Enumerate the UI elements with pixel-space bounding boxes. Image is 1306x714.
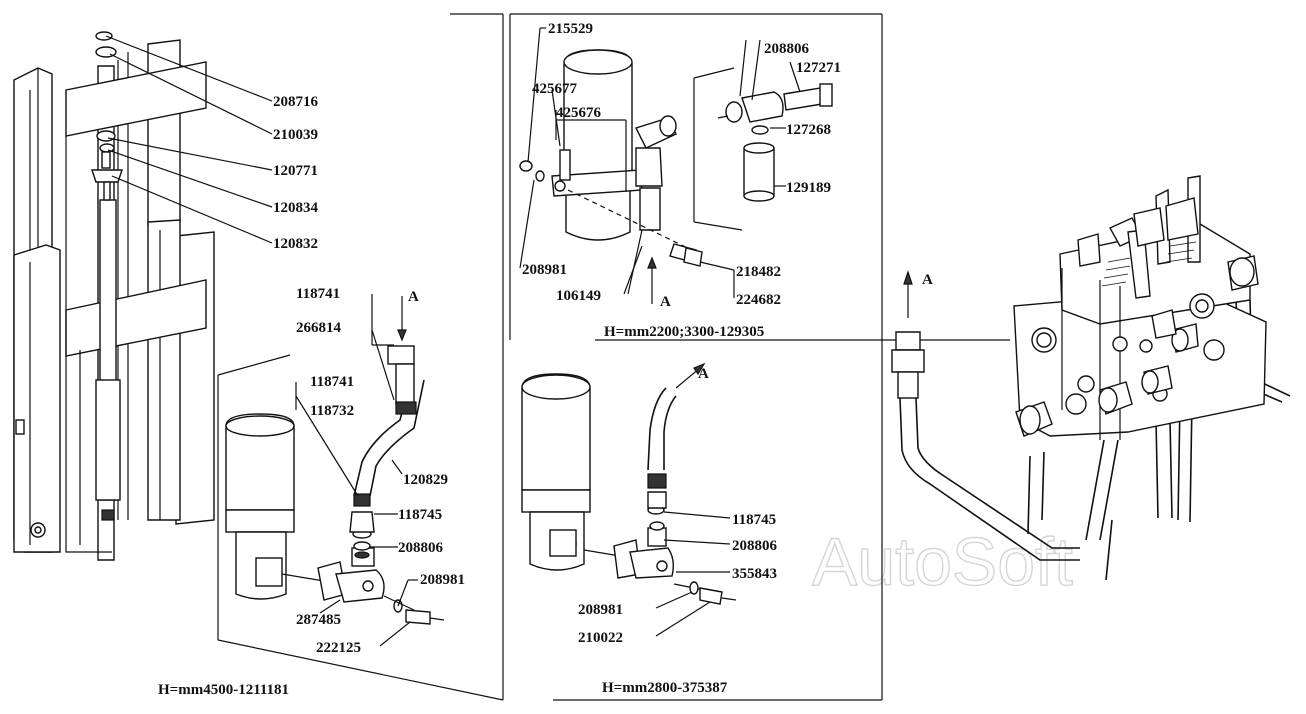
arrow-a-right: A — [922, 272, 933, 288]
part-120771: 120771 — [273, 163, 318, 179]
caption-left: H=mm4500-1211181 — [158, 682, 289, 698]
part-224682: 224682 — [736, 292, 781, 308]
part-210039: 210039 — [273, 127, 318, 143]
part-215529: 215529 — [548, 21, 593, 37]
panel-borders — [217, 13, 1010, 701]
part-208981-left: 208981 — [420, 572, 465, 588]
left-filter-labels: 118741 266814 118741 118732 120829 11874… — [158, 286, 465, 698]
part-127268: 127268 — [786, 122, 831, 138]
part-118741-a: 118741 — [296, 286, 340, 302]
part-120829: 120829 — [403, 472, 448, 488]
part-118732: 118732 — [310, 403, 354, 419]
top-mid-labels: 215529 425677 425676 208981 106149 20880… — [522, 21, 841, 340]
caption-top-mid: H=mm2200;3300-129305 — [604, 324, 764, 340]
caption-bottom-mid: H=mm2800-375387 — [602, 680, 728, 696]
left-mast-leaders — [105, 35, 273, 244]
part-425676: 425676 — [556, 105, 602, 121]
mast-assembly — [13, 31, 215, 561]
part-425677: 425677 — [532, 81, 578, 97]
part-208806-bottom: 208806 — [732, 538, 778, 554]
arrow-a-top: A — [660, 294, 671, 310]
part-118745-bottom: 118745 — [732, 512, 776, 528]
top-mid-filter — [519, 49, 703, 304]
part-120834: 120834 — [273, 200, 319, 216]
part-120832: 120832 — [273, 236, 318, 252]
top-mid-leaders — [519, 27, 735, 298]
part-208981-top: 208981 — [522, 262, 567, 278]
part-210022: 210022 — [578, 630, 623, 646]
part-127271: 127271 — [796, 60, 841, 76]
part-118745-left: 118745 — [398, 507, 442, 523]
part-129189: 129189 — [786, 180, 831, 196]
part-355843: 355843 — [732, 566, 777, 582]
part-266814: 266814 — [296, 320, 342, 336]
part-218482: 218482 — [736, 264, 781, 280]
left-filter-leaders — [295, 294, 418, 647]
part-208806-top: 208806 — [764, 41, 810, 57]
part-208716: 208716 — [273, 94, 319, 110]
part-287485: 287485 — [296, 612, 341, 628]
valve-labels: A — [922, 272, 933, 288]
arrow-a-left: A — [408, 289, 419, 305]
bottom-mid-filter — [521, 362, 737, 605]
left-mast-labels: 208716 210039 120771 120834 120832 — [273, 94, 319, 252]
part-222125: 222125 — [316, 640, 361, 656]
part-208981-bottom: 208981 — [578, 602, 623, 618]
part-118741-b: 118741 — [310, 374, 354, 390]
valve-block — [891, 175, 1291, 581]
top-mid-detail-box — [693, 39, 833, 231]
part-208806-left: 208806 — [398, 540, 444, 556]
bottom-mid-leaders — [655, 511, 731, 637]
watermark: AutoSoft — [812, 524, 1073, 600]
arrow-a-bottom: A — [698, 366, 709, 382]
left-filter-detail — [225, 345, 445, 625]
bottom-mid-labels: 118745 208806 355843 208981 210022 A H=m… — [578, 366, 778, 696]
part-106149: 106149 — [556, 288, 601, 304]
